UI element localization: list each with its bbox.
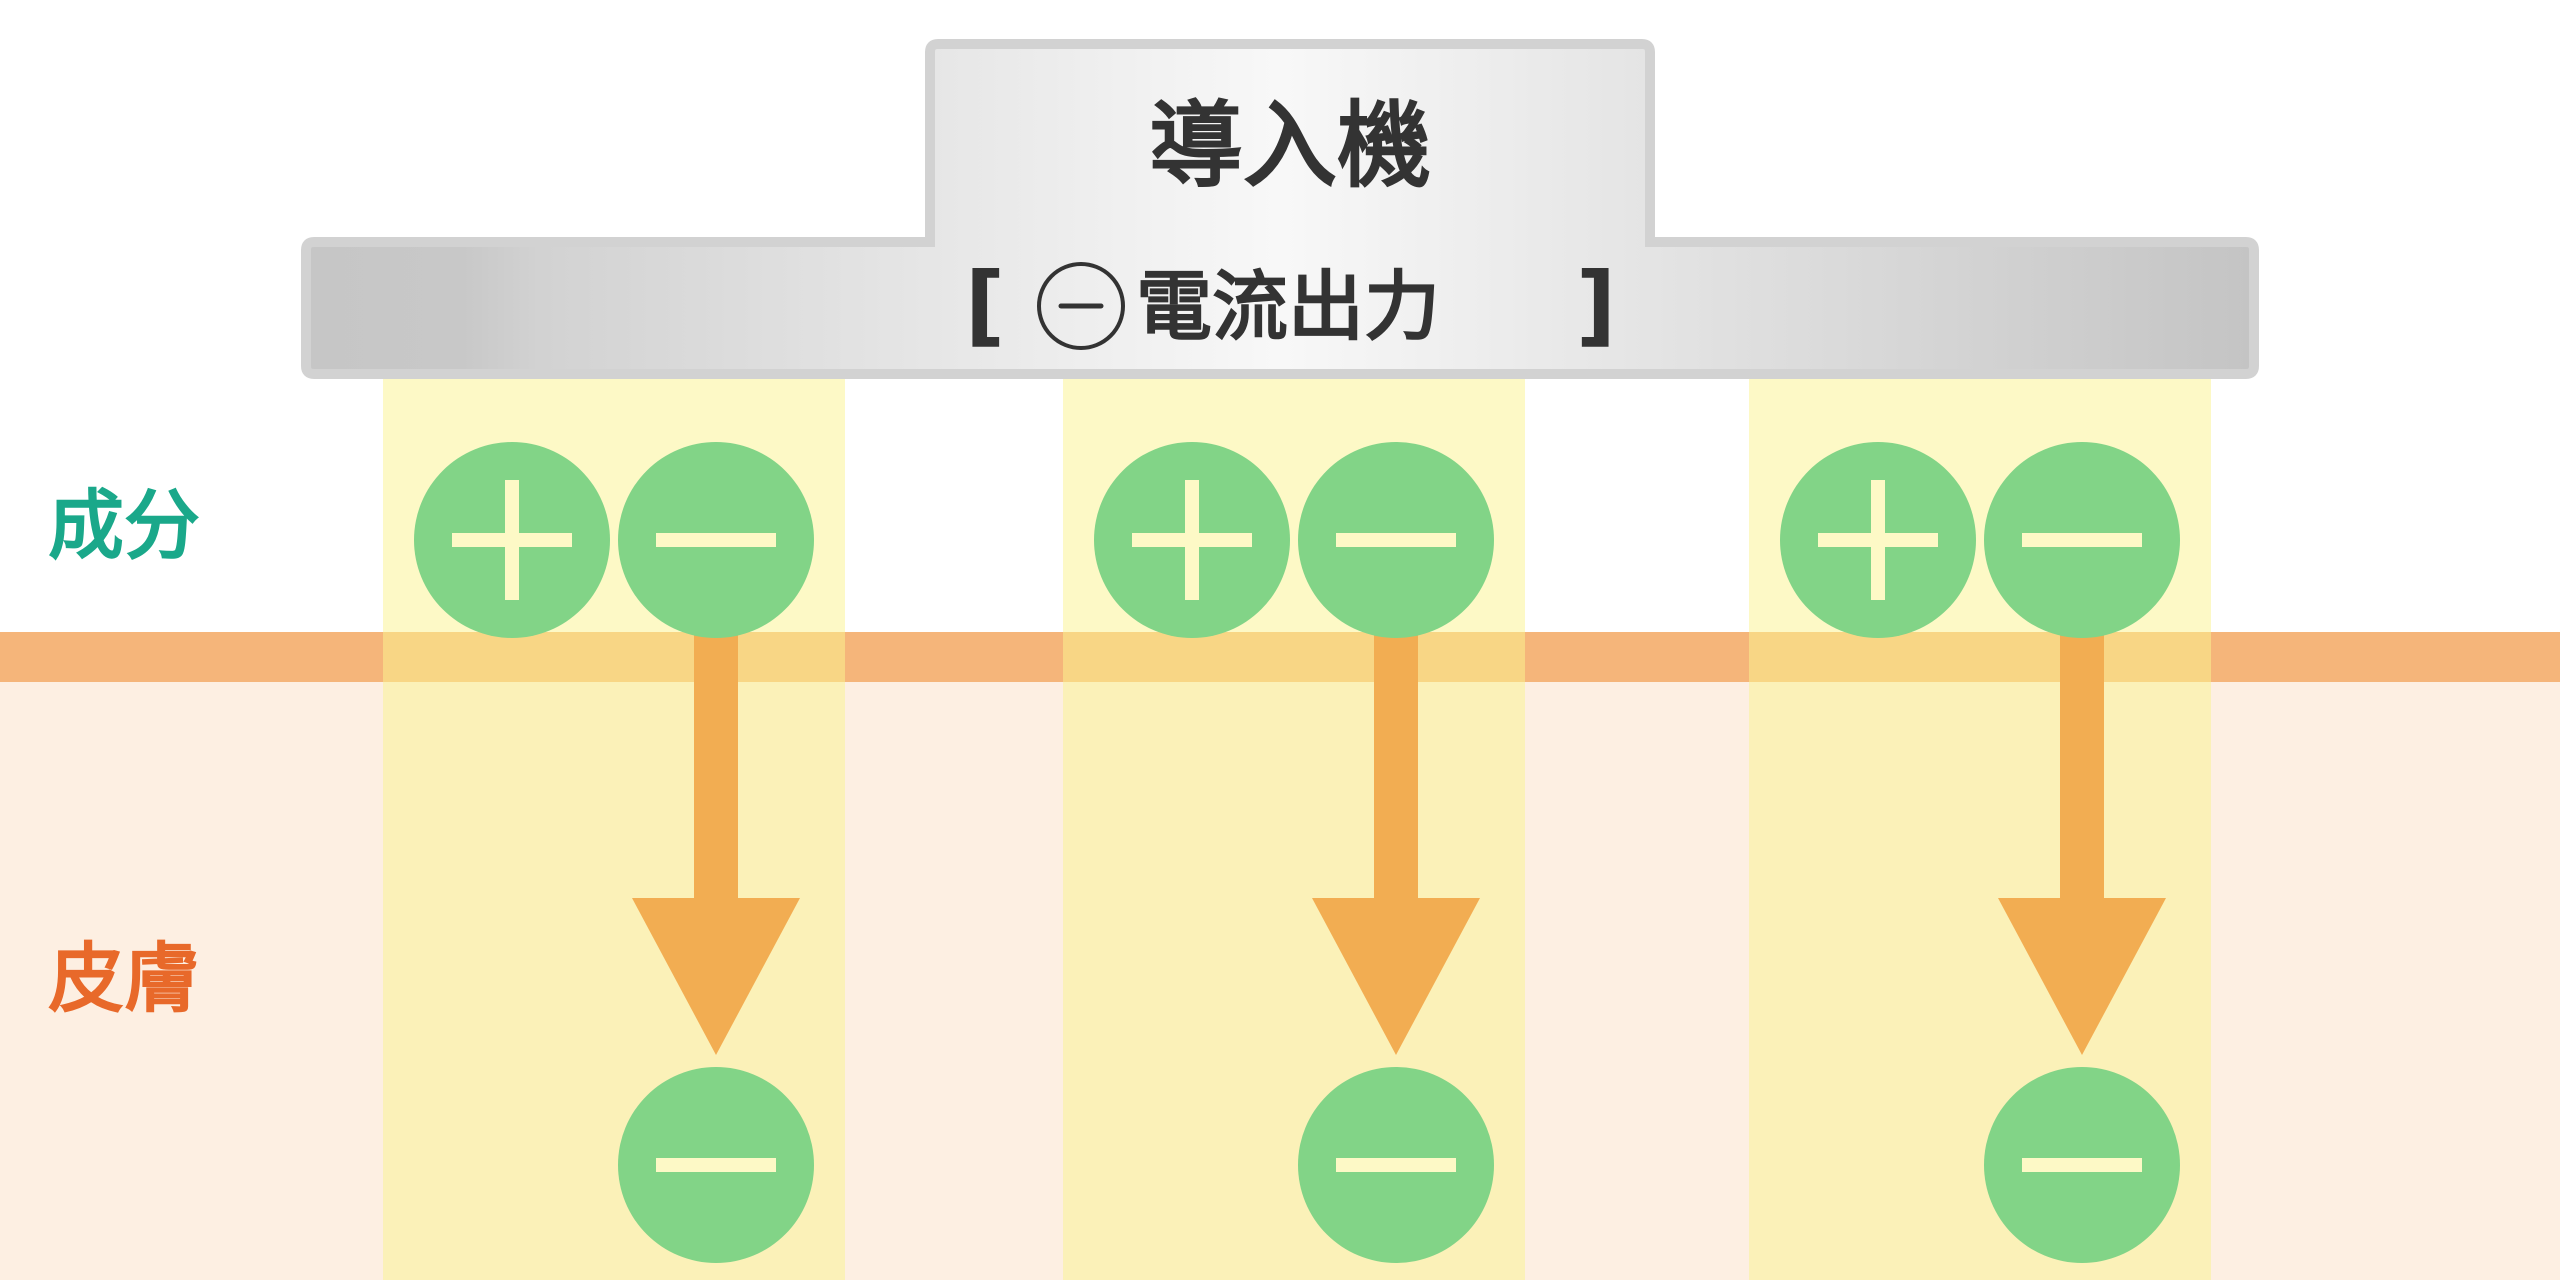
minus-ion: [1984, 1067, 2180, 1263]
ingredient-label: 成分: [48, 481, 200, 570]
minus-ion: [1298, 442, 1494, 638]
ion-column: [1749, 378, 2211, 1280]
minus-ion: [618, 442, 814, 638]
ion-column: [1063, 378, 1525, 1280]
ion-column: [383, 378, 845, 1280]
bracket-close: ]: [1576, 253, 1616, 356]
minus-ion: [1298, 1067, 1494, 1263]
output-label: 電流出力: [1136, 262, 1440, 351]
arrow-down-icon: [632, 630, 800, 1055]
skin-label: 皮膚: [48, 934, 200, 1023]
arrow-down-icon: [1312, 630, 1480, 1055]
minus-ion: [1984, 442, 2180, 638]
minus-circle-icon: [1037, 262, 1125, 350]
device-title: 導入機: [1149, 92, 1431, 201]
minus-ion: [618, 1067, 814, 1263]
plus-ion: [1780, 442, 1976, 638]
bracket-open: [: [965, 253, 1005, 356]
device-box: 導入機 [ 電流出力 ]: [301, 39, 2259, 379]
arrow-down-icon: [1998, 630, 2166, 1055]
plus-ion: [414, 442, 610, 638]
plus-ion: [1094, 442, 1290, 638]
